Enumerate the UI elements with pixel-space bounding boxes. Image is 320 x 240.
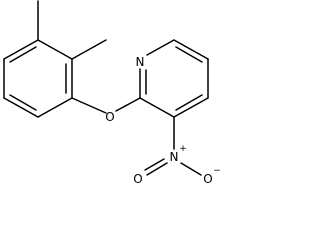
ring-bond: [173, 97, 209, 118]
pyridine-nitrogen-label: N: [136, 55, 145, 69]
pyridine-ring: N: [136, 39, 209, 118]
ring-double-bond: [9, 94, 37, 111]
ring-bond: [139, 97, 175, 118]
ring-bond: [173, 39, 209, 60]
benzene-ring: [3, 39, 73, 118]
ring-bond: [37, 97, 73, 118]
nitro-double-bond-a: [146, 162, 168, 176]
ether-oxygen-label: O: [105, 110, 114, 124]
ether-bond-aryl: [71, 97, 107, 114]
ether-bond-pyridyl: [115, 97, 141, 112]
nitro-oxygen-single-label: O: [203, 172, 212, 186]
ring-bond: [146, 39, 175, 56]
ring-bond: [3, 39, 39, 60]
nitro-single-bond: [180, 162, 202, 176]
ring-double-bond: [175, 94, 203, 111]
ring-double-bond: [175, 46, 203, 63]
ring-bond: [3, 97, 39, 118]
methyl-bond-right: [71, 39, 107, 60]
nitro-nitrogen-charge: +: [179, 144, 187, 154]
ring-double-bond: [9, 46, 37, 63]
nitro-nitrogen-label: N: [170, 150, 179, 164]
nitro-oxygen-double-label: O: [133, 172, 142, 186]
nitro-double-bond-b: [144, 158, 165, 171]
ring-bond: [37, 39, 73, 60]
nitro-oxygen-charge: −: [213, 166, 221, 176]
chemical-structure: O N N + O O −: [3, 0, 221, 186]
